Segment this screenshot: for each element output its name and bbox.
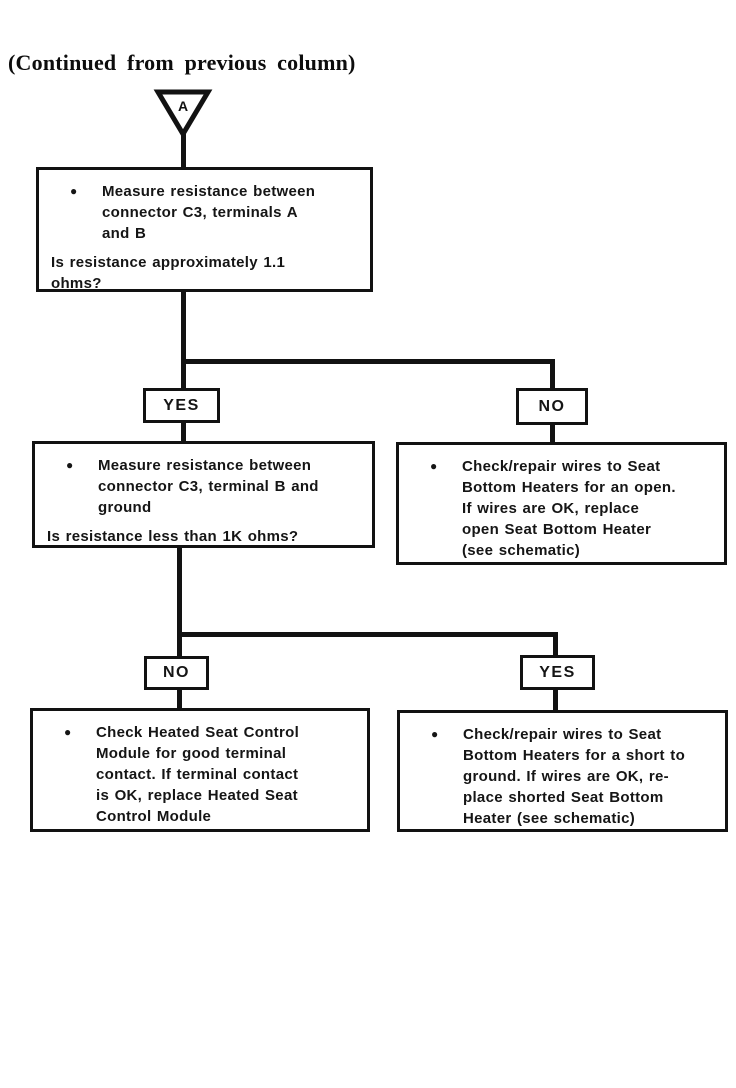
- bullet-icon: ●: [64, 725, 72, 739]
- flow-box-measure-terminals-a-b: ● Measure resistance between connector C…: [36, 167, 373, 292]
- bullet-icon: ●: [70, 184, 78, 198]
- box1-question: Is resistance approximately 1.1 ohms?: [51, 254, 286, 292]
- branch1-no-label: NO: [516, 388, 588, 425]
- line-branch2-to-yes2: [553, 632, 558, 655]
- box-yes2-instruction: Check/repair wires to Seat Bottom Heater…: [463, 726, 686, 827]
- line-branch1-to-no1: [550, 359, 555, 388]
- box-no1-instruction: Check/repair wires to Seat Bottom Heater…: [462, 458, 676, 559]
- line-branch2-horizontal: [177, 632, 558, 637]
- connector-a-label: A: [178, 98, 188, 114]
- box-no2-instruction: Check Heated Seat Control Module for goo…: [96, 724, 300, 825]
- line-triangle-to-box1: [181, 132, 186, 168]
- box1-instruction: Measure resistance between connector C3,…: [102, 183, 316, 242]
- line-no2-to-box-no2: [177, 689, 182, 709]
- continued-note: (Continued from previous column): [8, 50, 356, 75]
- bullet-icon: ●: [431, 727, 439, 741]
- box-yes1-question: Is resistance less than 1K ohms?: [47, 528, 299, 545]
- connector-a-triangle-icon: A: [153, 89, 213, 137]
- line-branch1-horizontal: [181, 359, 555, 364]
- line-box-yes1-to-no2: [177, 547, 182, 656]
- flow-box-check-control-module: ● Check Heated Seat Control Module for g…: [30, 708, 370, 832]
- bullet-icon: ●: [66, 458, 74, 472]
- branch1-yes-label: YES: [143, 388, 220, 423]
- bullet-icon: ●: [430, 459, 438, 473]
- branch2-no-label: NO: [144, 656, 209, 690]
- line-yes2-to-box-yes2: [553, 689, 558, 710]
- line-yes1-to-box-yes1: [181, 422, 186, 442]
- box-yes1-instruction: Measure resistance between connector C3,…: [98, 457, 319, 516]
- line-box1-to-yes1: [181, 291, 186, 388]
- branch2-yes-label: YES: [520, 655, 595, 690]
- flow-box-repair-open-heater: ● Check/repair wires to Seat Bottom Heat…: [396, 442, 727, 565]
- flow-box-repair-shorted-heater: ● Check/repair wires to Seat Bottom Heat…: [397, 710, 728, 832]
- flow-box-measure-terminal-b-ground: ● Measure resistance between connector C…: [32, 441, 375, 548]
- line-no1-to-box-no1: [550, 424, 555, 442]
